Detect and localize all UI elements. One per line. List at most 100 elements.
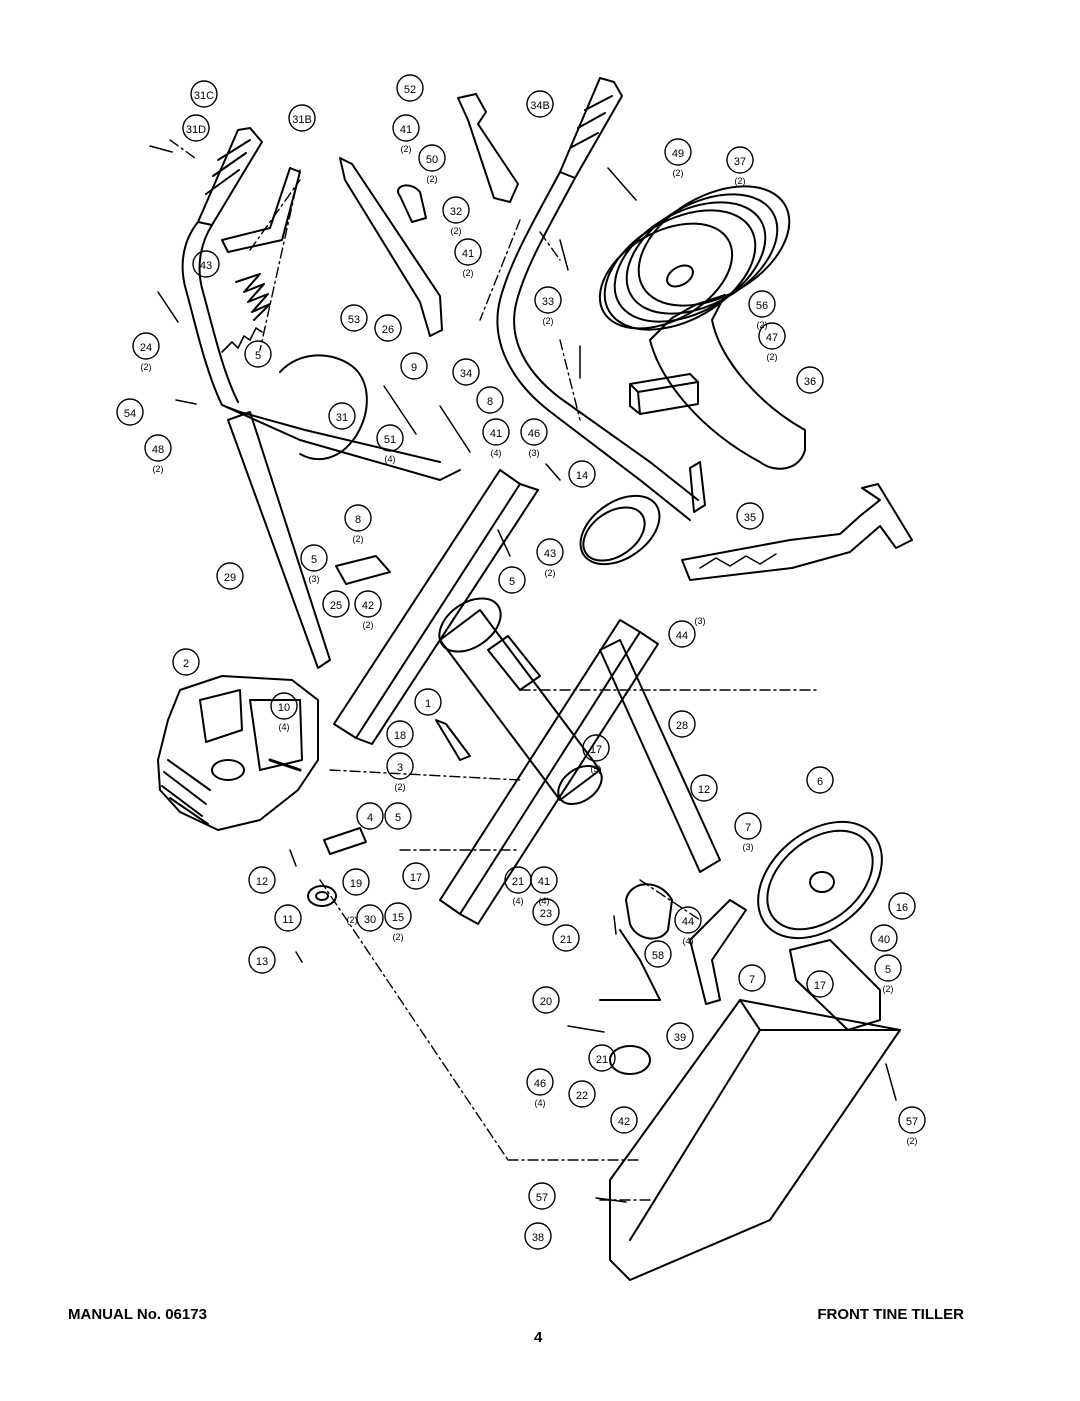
callout-num: 10 [278, 702, 290, 714]
callout-qty: (3) [695, 616, 706, 626]
callout-num: 34B [530, 100, 550, 112]
callout-qty: (2) [883, 984, 894, 994]
callout-58: 58 [644, 940, 672, 968]
callout-num: 2 [183, 658, 189, 670]
callout-num: 42 [362, 600, 374, 612]
callout-22: 22 [568, 1080, 596, 1108]
callout-57b: 57 [528, 1182, 556, 1210]
callout-qty: (4) [385, 454, 396, 464]
callout-34: 34 [452, 358, 480, 386]
callout-num: 46 [528, 428, 540, 440]
callout-23: 23 [532, 898, 560, 926]
callout-num: 17 [410, 872, 422, 884]
lower-frame [227, 411, 331, 669]
callout-25: 25 [322, 590, 350, 618]
callout-50: 50 (2) [418, 144, 446, 184]
callout-43b: 43(2) [536, 538, 564, 578]
callout-38: 38 [524, 1222, 552, 1250]
callout-21: 21(4) [504, 866, 532, 906]
callout-30: 30(2) [347, 904, 384, 932]
bumper-block [629, 373, 699, 415]
callout-54: 54 [116, 398, 144, 426]
callout-37: 37(2) [726, 146, 754, 186]
engine-pulley [307, 885, 337, 907]
callout-qty: (2) [767, 352, 778, 362]
callout-num: 41 [490, 428, 502, 440]
callout-num: 30 [364, 914, 376, 926]
callout-4: 4 [356, 802, 384, 830]
callout-46b: 46 (4) [526, 1068, 554, 1108]
callout-qty: (4) [539, 896, 550, 906]
page-number: 4 [534, 1329, 543, 1346]
callout-33: 33(2) [534, 286, 562, 326]
callout-num: 50 [426, 154, 438, 166]
callout-qty: (4) [491, 448, 502, 458]
callout-num: 46 [534, 1078, 546, 1090]
callout-qty: (2) [393, 932, 404, 942]
callout-num: 20 [540, 996, 552, 1008]
callout-num: 31B [292, 114, 312, 126]
callout-qty: (4) [683, 936, 694, 946]
callout-num: 17 [590, 744, 602, 756]
callout-5c: 5 [498, 566, 526, 594]
manual-number: MANUAL No. 06173 [68, 1306, 207, 1323]
wheel-bracket [649, 294, 806, 470]
callout-num: 31 [336, 412, 348, 424]
callout-num: 8 [355, 514, 361, 526]
callout-43: 43 [192, 250, 220, 278]
callout-num: 56 [756, 300, 768, 312]
callout-57: 57(2) [898, 1106, 926, 1146]
callout-6: 6 [806, 766, 834, 794]
callout-18: 18 [386, 720, 414, 748]
callout-num: 58 [652, 950, 664, 962]
exploded-parts-diagram: 31C 31D 31B 52 34B 41(2) 50(2) 32(2) 41(… [116, 74, 926, 1281]
callout-47: 47(2) [758, 322, 786, 362]
callout-qty: (2) [353, 534, 364, 544]
callout-num: 25 [330, 600, 342, 612]
callout-num: 13 [256, 956, 268, 968]
callout-31b: 31B [288, 104, 316, 132]
callout-num: 12 [698, 784, 710, 796]
callout-num: 41 [400, 124, 412, 136]
bracket-39 [689, 899, 747, 1005]
callout-7: 7(3) [734, 812, 762, 852]
callout-qty: (3) [309, 574, 320, 584]
callout-17b: 17 [402, 862, 430, 890]
callout-29: 29 [216, 562, 244, 590]
callout-num: 24 [140, 342, 152, 354]
callout-51: 51 (4) [376, 424, 404, 464]
callout-42: 42(2) [354, 590, 382, 630]
callout-num: 49 [672, 148, 684, 160]
callout-32: 32(2) [442, 196, 470, 236]
callout-31d: 31D [182, 114, 210, 142]
callout-qty: (3) [743, 842, 754, 852]
callout-num: 15 [392, 912, 404, 924]
callout-num: 32 [450, 206, 462, 218]
callout-49: 49(2) [664, 138, 692, 178]
support-bar [599, 639, 721, 873]
depth-stake [681, 483, 913, 581]
callout-qty: (4) [535, 1098, 546, 1108]
callout-41d: 41(4) [530, 866, 558, 906]
callout-num: 16 [896, 902, 908, 914]
belt-cover [609, 999, 901, 1281]
left-handlebar [181, 127, 461, 481]
callout-num: 51 [384, 434, 396, 446]
callout-num: 26 [382, 324, 394, 336]
callout-46: 46(3) [520, 418, 548, 458]
callout-39: 39 [666, 1022, 694, 1050]
callout-num: 7 [749, 974, 755, 986]
callout-5d: 5 [384, 802, 412, 830]
callout-qty: (2) [427, 174, 438, 184]
callout-26: 26 [374, 314, 402, 342]
callout-num: 18 [394, 730, 406, 742]
callout-num: 5 [255, 350, 261, 362]
callout-19: 19 [342, 868, 370, 896]
callout-num: 12 [256, 876, 268, 888]
tine-shield [279, 354, 368, 461]
callout-num: 48 [152, 444, 164, 456]
callout-35: 35 [736, 502, 764, 530]
callout-num: 9 [411, 362, 417, 374]
callout-21c: 21 [588, 1044, 616, 1072]
callout-56: 56(2) [748, 290, 776, 330]
